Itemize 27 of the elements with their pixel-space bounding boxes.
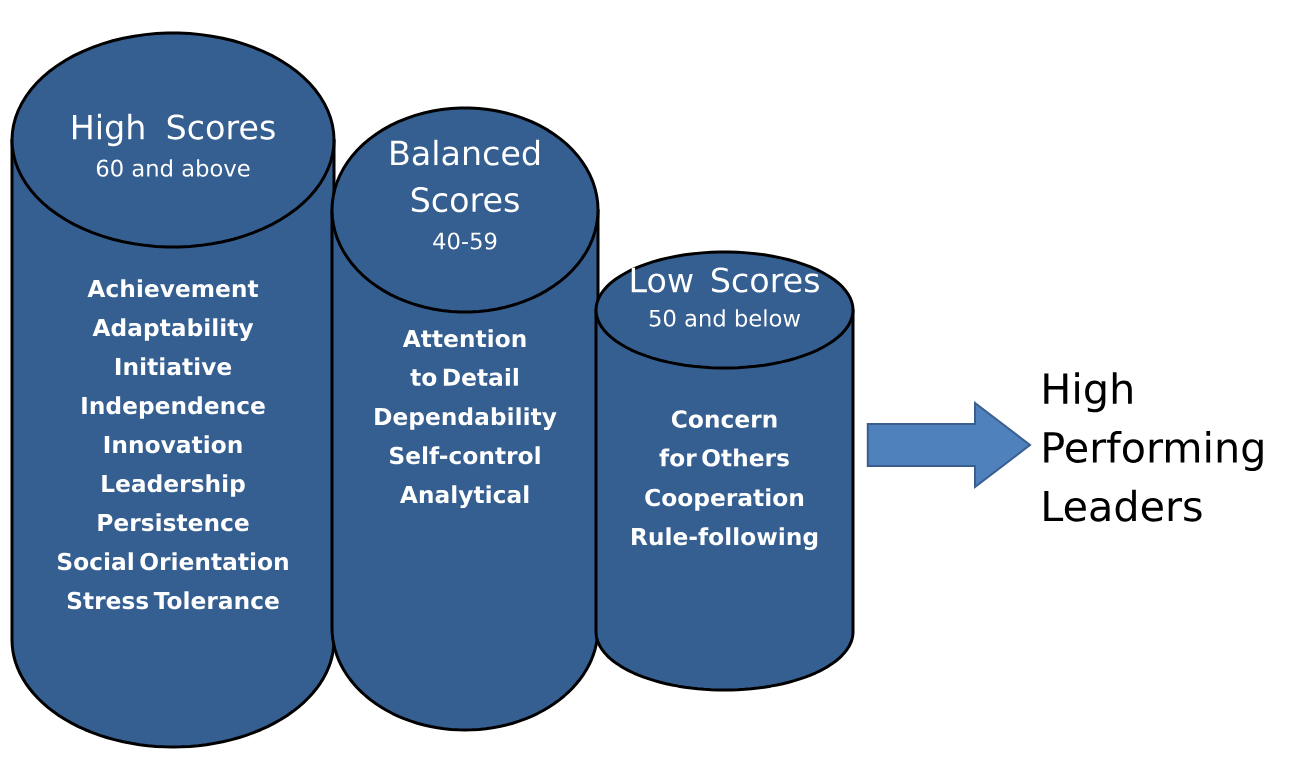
trait-label: Innovation [104, 435, 242, 454]
trait-label: Initiative [115, 357, 232, 376]
trait-label: Cooperation [645, 488, 804, 511]
trait-label: Achievement [87, 279, 259, 298]
trait-label: Self-control [390, 446, 540, 465]
trait-label: Attention to Detail [402, 329, 526, 386]
heading: Balanced Scores [391, 139, 540, 213]
trait-label: Dependability [375, 407, 557, 431]
score-range: 50 and below [649, 309, 800, 327]
trait-label: Persistence [98, 513, 249, 532]
trait-label: Adaptability [92, 318, 254, 342]
heading: High Scores [73, 113, 275, 147]
trait-label: Rule-following [632, 527, 818, 551]
cylinder [330, 106, 600, 732]
heading: Low Scores [631, 267, 819, 293]
cylinder [10, 31, 336, 749]
score-range: 40-59 [433, 232, 497, 250]
score-range: 60 and above [96, 159, 250, 177]
trait-label: Analytical [399, 485, 529, 509]
trait-label: Independence [82, 396, 265, 419]
trait-label: Stress Tolerance [67, 591, 279, 610]
block-arrow [866, 400, 1032, 489]
result-label: High Performing Leaders [1044, 372, 1263, 522]
trait-label: Leadership [102, 474, 245, 497]
cylinder [594, 250, 855, 692]
trait-label: Concern for Others [659, 410, 789, 467]
trait-label: Social Orientation [58, 552, 288, 571]
